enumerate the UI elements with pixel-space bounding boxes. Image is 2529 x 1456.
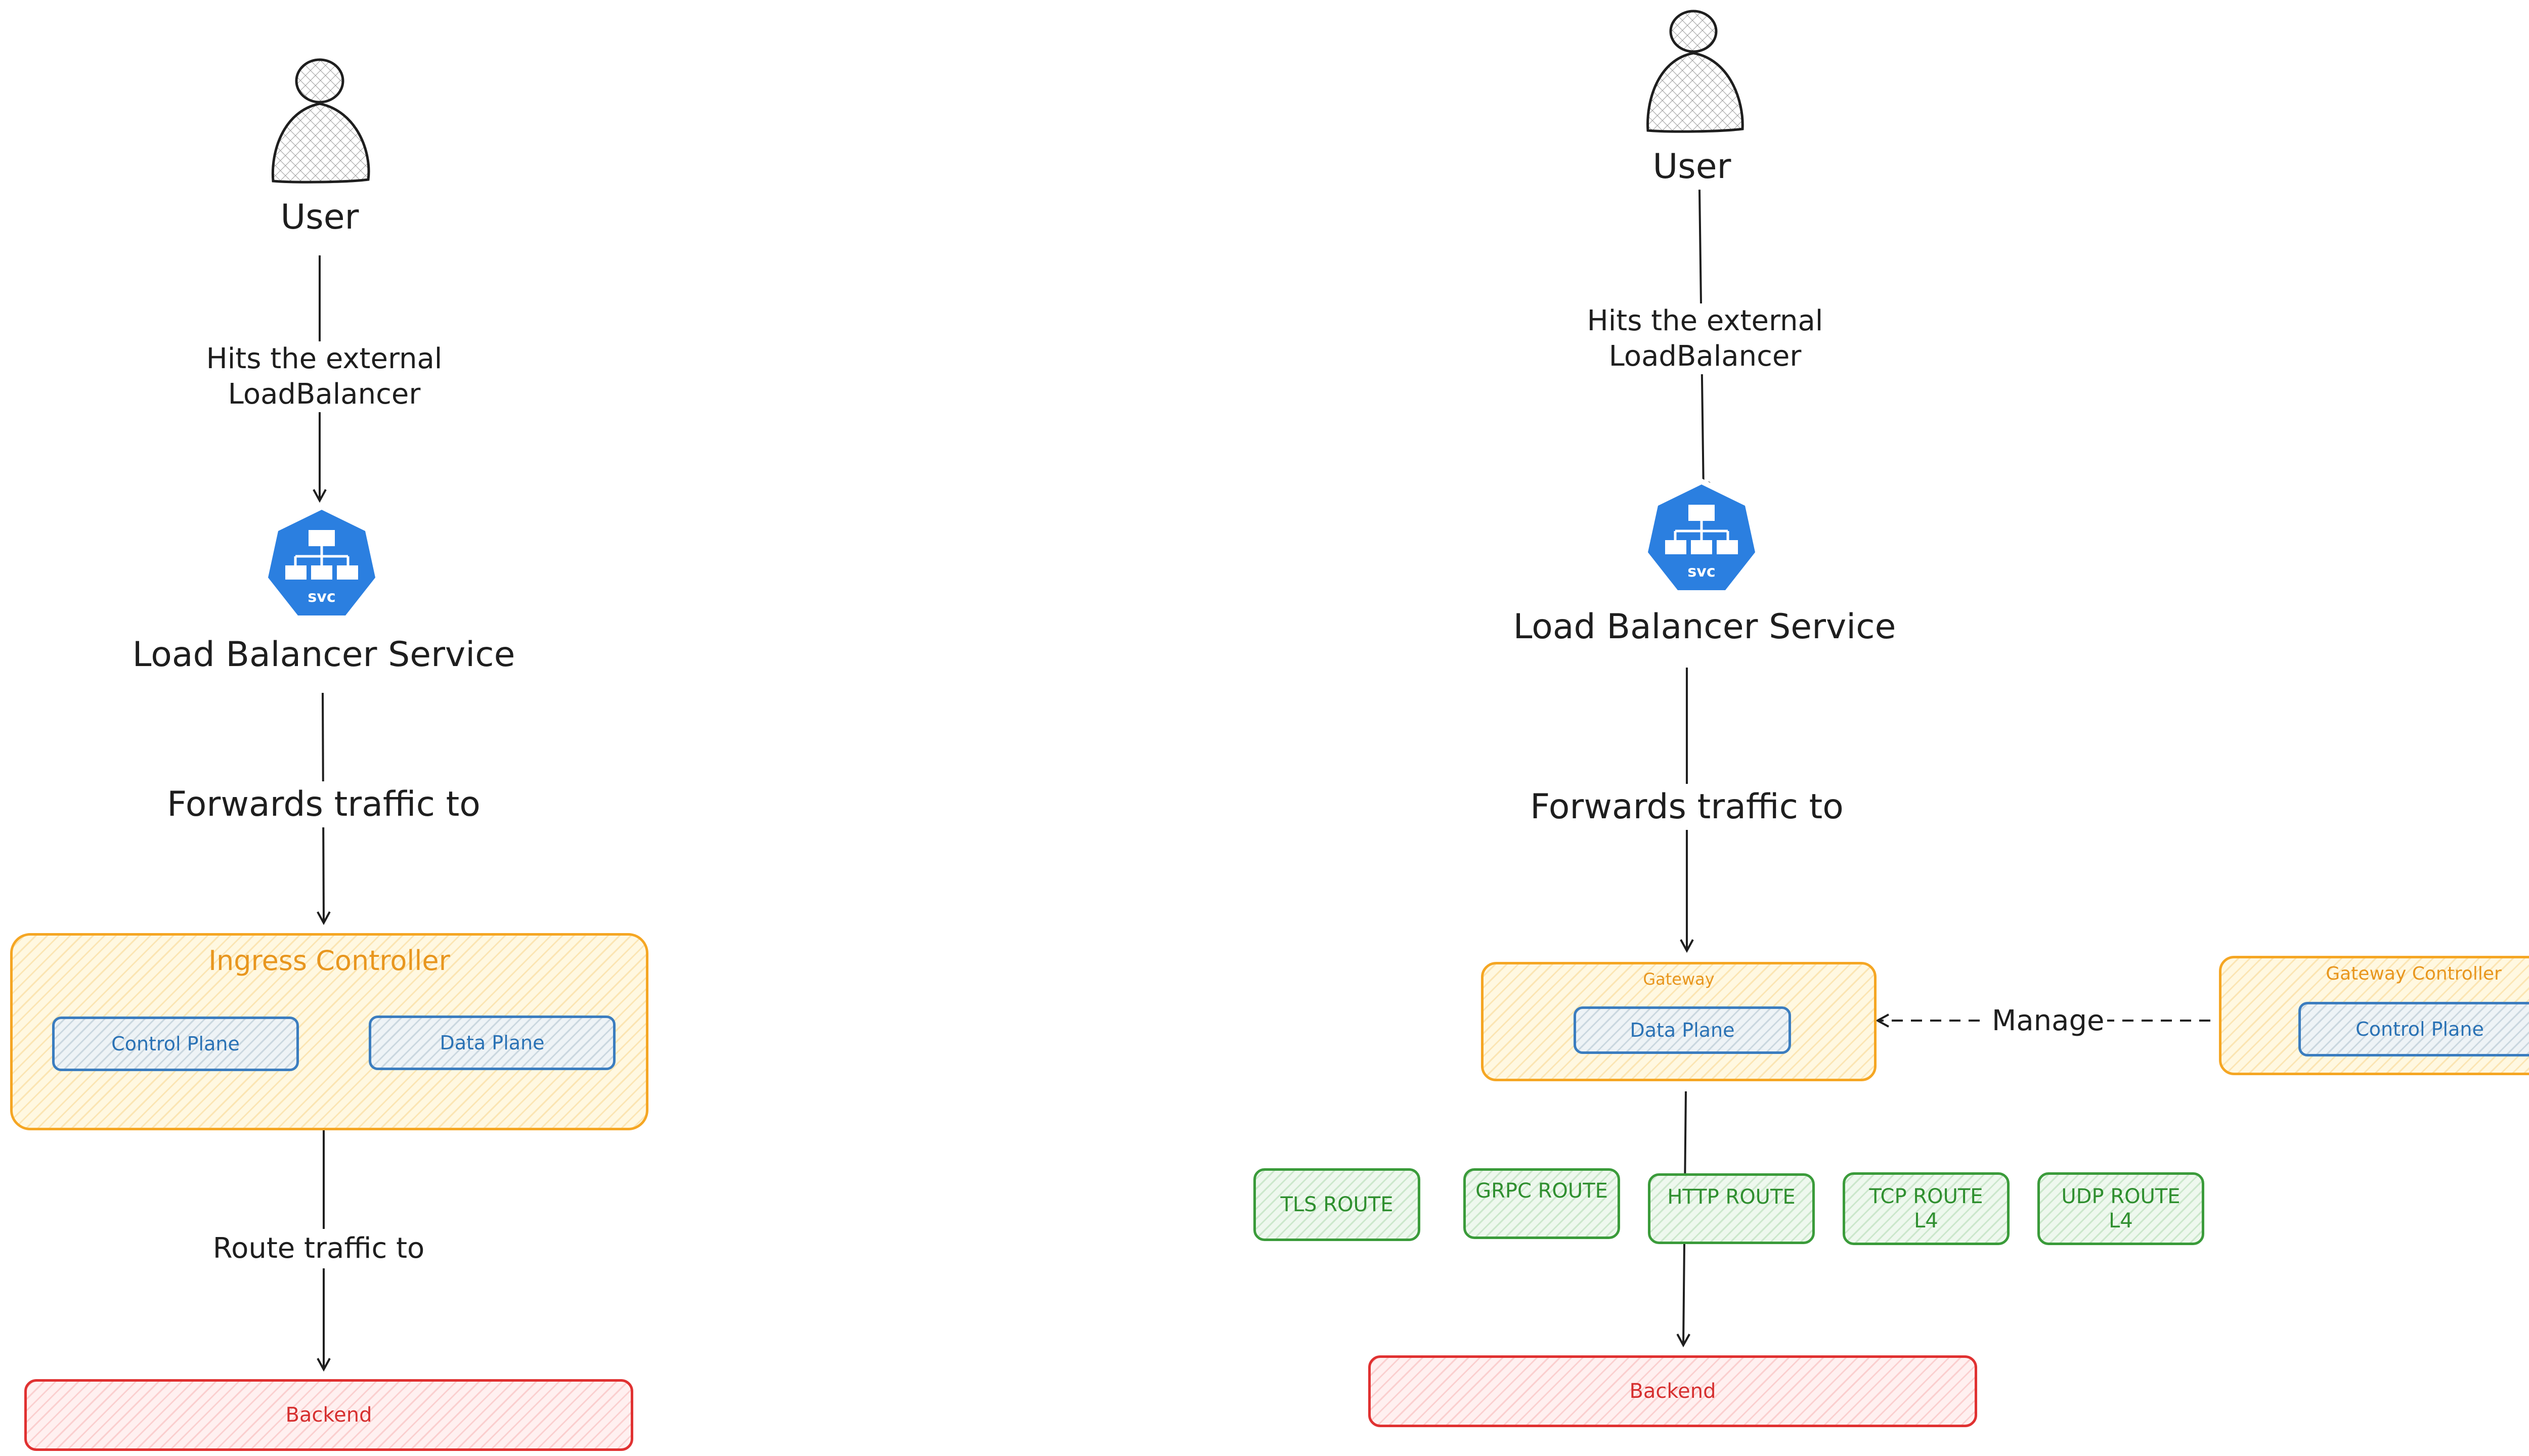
- svc-icon-text: svc: [308, 588, 335, 606]
- right-control-plane-box[interactable]: Control Plane: [2298, 1002, 2529, 1056]
- user-icon: [271, 58, 370, 184]
- route-tls[interactable]: TLS ROUTE: [1253, 1168, 1420, 1241]
- ingress-controller-box[interactable]: Ingress Controller Control Plane Data Pl…: [10, 933, 648, 1130]
- right-backend-box[interactable]: Backend: [1368, 1355, 1977, 1427]
- gateway-controller-box[interactable]: Gateway Controller Control Plane: [2219, 956, 2529, 1075]
- right-user-label: User: [1652, 147, 1731, 187]
- gateway-box[interactable]: Gateway Data Plane: [1481, 962, 1877, 1081]
- manage-edge-label: Manage: [1988, 1003, 2107, 1039]
- ingress-controller-title: Ingress Controller: [208, 945, 450, 977]
- left-edge-label-forwards: Forwards traffic to: [132, 781, 516, 827]
- k8s-service-icon: svc: [1642, 478, 1761, 596]
- route-grpc[interactable]: GRPC ROUTE: [1463, 1168, 1620, 1239]
- left-control-plane-box[interactable]: Control Plane: [52, 1017, 299, 1071]
- left-user-label: User: [280, 197, 359, 237]
- k8s-service-icon: svc: [262, 504, 381, 621]
- left-edge-label-route: Route traffic to: [182, 1229, 455, 1268]
- route-udp[interactable]: UDP ROUTE L4: [2037, 1172, 2204, 1245]
- route-http[interactable]: HTTP ROUTE: [1648, 1173, 1815, 1244]
- route-tcp[interactable]: TCP ROUTE L4: [1843, 1172, 2010, 1245]
- gateway-controller-title: Gateway Controller: [2326, 963, 2502, 984]
- left-edge-label-hits-lb: Hits the external LoadBalancer: [187, 341, 461, 412]
- left-lb-service-label: Load Balancer Service: [132, 635, 515, 675]
- right-edge-label-forwards: Forwards traffic to: [1495, 784, 1879, 830]
- left-data-plane-box[interactable]: Data Plane: [369, 1016, 616, 1070]
- left-backend-box[interactable]: Backend: [24, 1379, 633, 1451]
- right-lb-service-label: Load Balancer Service: [1513, 607, 1896, 647]
- user-icon: [1646, 10, 1744, 133]
- right-edge-label-hits-lb: Hits the external LoadBalancer: [1568, 303, 1842, 374]
- gateway-title: Gateway: [1643, 969, 1715, 989]
- svc-icon-text: svc: [1687, 563, 1715, 581]
- right-data-plane-box[interactable]: Data Plane: [1574, 1006, 1791, 1054]
